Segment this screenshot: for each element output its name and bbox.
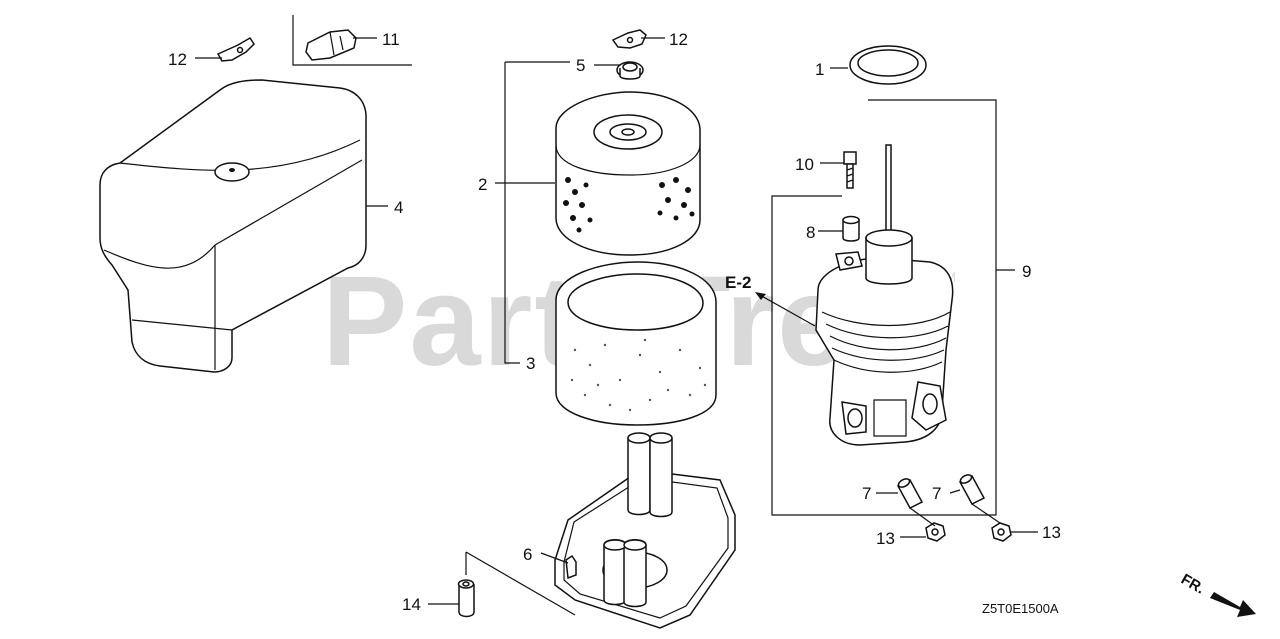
callout-10: 10 (795, 155, 814, 174)
nut-part-13-left (925, 522, 946, 542)
foam-pre-cleaner (555, 261, 717, 426)
callout-11: 11 (382, 30, 400, 49)
grommet-part-5 (616, 61, 644, 80)
callout-1: 1 (815, 60, 824, 79)
section-ref-e2: E-2 (725, 273, 751, 292)
air-cleaner-base (554, 432, 736, 629)
callout-7-right: 7 (932, 484, 941, 503)
nut-part-13-right (991, 522, 1012, 542)
air-cleaner-cover (99, 79, 367, 373)
collar-part-7-left (896, 478, 924, 509)
diagram-code: Z5T0E1500A (982, 601, 1059, 616)
front-direction-indicator: FR. (1178, 571, 1256, 617)
callout-6: 6 (523, 545, 532, 564)
callout-2: 2 (478, 175, 487, 194)
callout-12-right: 12 (669, 30, 688, 49)
bolt-part-10 (843, 151, 857, 189)
leader-lines (195, 37, 1038, 605)
callout-14: 14 (402, 595, 421, 614)
stud-bolt-part-14 (457, 551, 576, 618)
clip-part-12-left (216, 36, 255, 62)
callout-4: 4 (394, 198, 403, 217)
clip-part-11 (292, 15, 412, 66)
callout-9: 9 (1022, 262, 1031, 281)
collar-part-8 (842, 215, 860, 242)
front-direction-label: FR. (1178, 571, 1207, 598)
callout-3: 3 (526, 354, 535, 373)
callout-12-left: 12 (168, 50, 187, 69)
air-cleaner-elbow (815, 144, 954, 446)
callout-5: 5 (576, 56, 585, 75)
callout-13-left: 13 (876, 529, 895, 548)
callout-labels: 12 11 12 5 2 4 3 6 14 1 10 8 9 E-2 7 7 1… (168, 30, 1061, 614)
front-direction-arrow-icon (1210, 592, 1256, 617)
callout-7-left: 7 (862, 484, 871, 503)
air-filter-element (555, 91, 701, 256)
collar-part-7-right (958, 474, 986, 505)
callout-8: 8 (806, 223, 815, 242)
bracket-part-9 (771, 99, 997, 516)
seal-ring-part-1 (849, 45, 927, 85)
clip-part-12-right (611, 29, 647, 49)
callout-13-right: 13 (1042, 523, 1061, 542)
